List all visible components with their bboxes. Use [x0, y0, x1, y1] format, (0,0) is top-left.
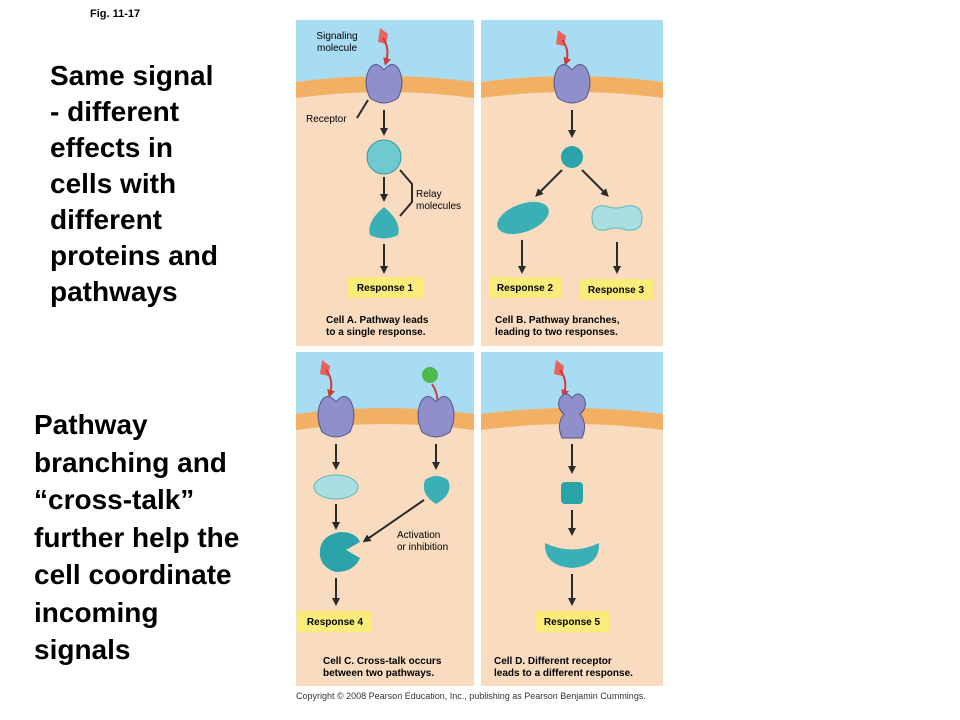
relay-molecule-icon [497, 201, 549, 235]
signal-molecule-icon [422, 367, 438, 383]
receptor-icon [553, 64, 591, 104]
caption-cell-d: leads to a different response. [494, 668, 633, 679]
relay-molecule-icon [369, 207, 399, 239]
caption-cell-b: leading to two responses. [495, 327, 618, 338]
receptor-icon [417, 396, 455, 438]
caption-cell-c: between two pathways. [323, 668, 434, 679]
response-box [298, 611, 372, 632]
heading-line: proteins and [50, 240, 219, 271]
receptor-icon [317, 396, 355, 438]
body-line: signals [34, 634, 131, 665]
heading-line: cells with [50, 168, 177, 199]
signal-molecule-icon [378, 28, 388, 44]
relay-molecule-icon [544, 543, 600, 568]
label-activation: or inhibition [397, 542, 448, 553]
response-2-label: Response 2 [497, 283, 554, 294]
panel-cell-c [296, 352, 474, 686]
response-3-label: Response 3 [588, 285, 645, 296]
body-line: Pathway [34, 409, 148, 440]
receptor-icon [558, 393, 586, 439]
relay-molecule-icon [591, 205, 643, 231]
panel-cell-a [296, 20, 474, 346]
label-signaling-molecule: Signaling [316, 31, 357, 42]
label-relay-molecules: molecules [416, 201, 461, 212]
response-box [347, 277, 423, 298]
heading-line: Same signal [50, 60, 214, 91]
label-relay-molecules: Relay [416, 189, 442, 200]
relay-molecule-icon [319, 532, 360, 572]
response-box [579, 279, 653, 300]
heading-line: different [50, 204, 162, 235]
label-signaling-molecule: molecule [317, 43, 357, 54]
body-text: Pathway branching and “cross-talk” furth… [34, 406, 284, 669]
response-5-label: Response 5 [544, 617, 601, 628]
response-box [535, 611, 609, 632]
relay-molecule-icon [423, 476, 450, 504]
response-box [489, 277, 561, 298]
caption-cell-c: Cell C. Cross-talk occurs [323, 656, 442, 667]
caption-cell-d: Cell D. Different receptor [494, 656, 612, 667]
response-1-label: Response 1 [357, 283, 414, 294]
label-receptor: Receptor [306, 114, 347, 125]
relay-molecule-icon [561, 482, 583, 504]
body-line: further help the [34, 521, 240, 553]
figure-label: Fig. 11-17 [90, 8, 141, 20]
copyright-notice: Copyright © 2008 Pearson Education, Inc.… [296, 691, 646, 701]
panel-cell-b [481, 20, 663, 346]
caption-cell-a: Cell A. Pathway leads [326, 315, 429, 326]
body-line: branching and [34, 446, 227, 478]
panel-cell-d [481, 352, 663, 686]
body-line: “cross-talk” [34, 484, 195, 515]
relay-molecule-icon [313, 474, 359, 500]
caption-cell-a: to a single response. [326, 327, 426, 338]
receptor-icon [365, 64, 403, 104]
caption-cell-b: Cell B. Pathway branches, [495, 315, 620, 326]
heading-text: Same signal - different effects in cells… [50, 58, 280, 310]
heading-line: pathways [50, 276, 178, 307]
heading-line: effects in [50, 132, 173, 163]
relay-molecule-icon [366, 139, 402, 175]
body-line: cell coordinate [34, 559, 232, 590]
label-activation: Activation [397, 530, 440, 541]
heading-line: - different [50, 96, 180, 127]
body-line: incoming [34, 596, 159, 628]
response-4-label: Response 4 [307, 617, 364, 628]
relay-molecule-icon [561, 146, 583, 168]
